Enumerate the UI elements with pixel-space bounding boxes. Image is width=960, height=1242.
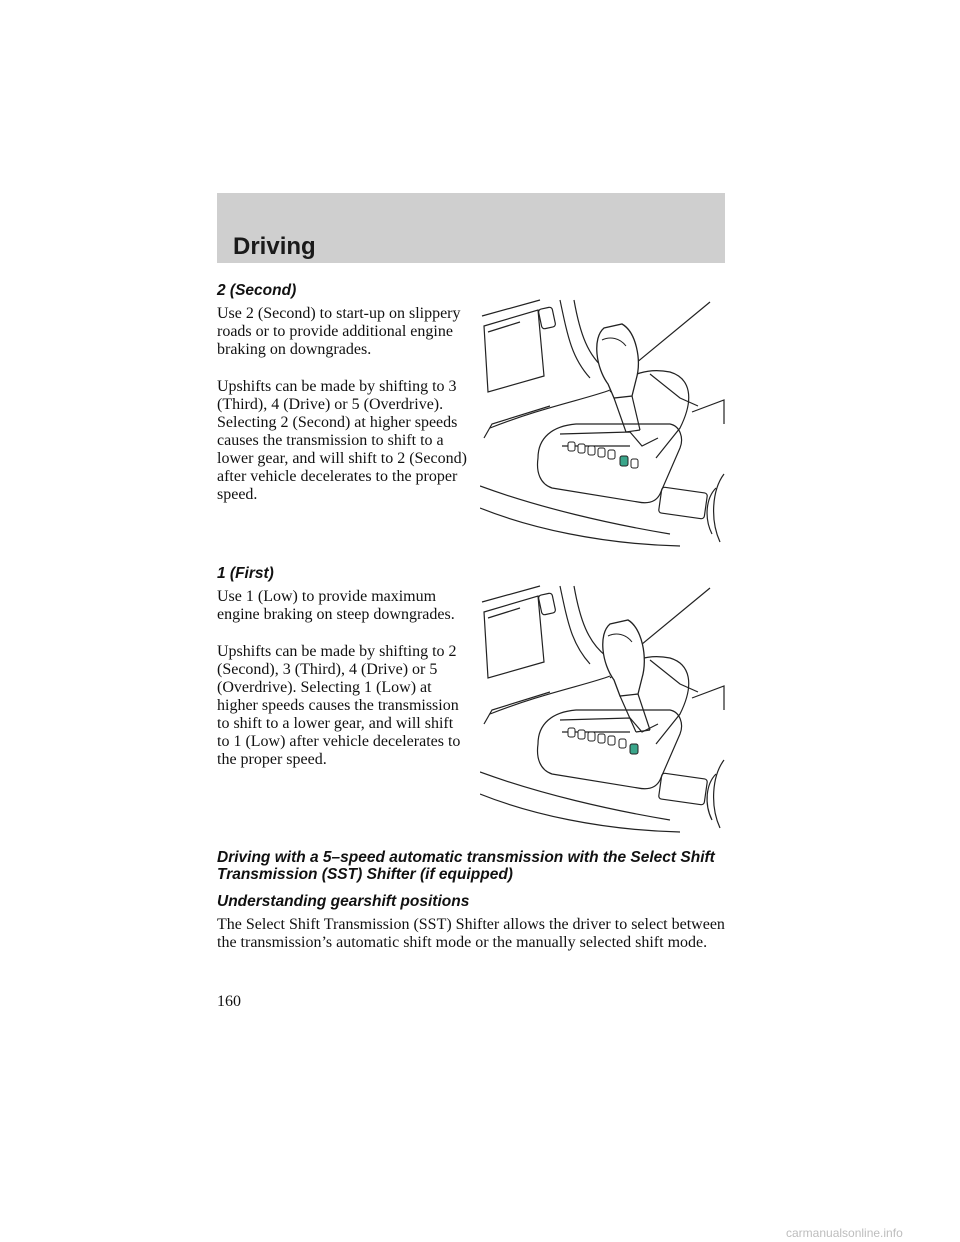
section-header-band: Driving (217, 193, 725, 263)
paragraph-second-1: Use 2 (Second) to start-up on slippery r… (217, 305, 461, 358)
heading-second: 2 (Second) (217, 282, 297, 299)
paragraph-first-1: Use 1 (Low) to provide maximum engine br… (217, 588, 455, 623)
gearshift-illustration-second (480, 299, 725, 547)
paragraph-second-2: Upshifts can be made by shifting to 3 (T… (217, 378, 467, 503)
subheading-gearshift-positions: Understanding gearshift positions (217, 893, 470, 910)
heading-sst: Driving with a 5–speed automatic transmi… (217, 849, 715, 883)
footer-watermark: carmanualsonline.info (786, 1226, 903, 1240)
paragraph-first-2: Upshifts can be made by shifting to 2 (S… (217, 643, 461, 768)
page-number: 160 (217, 993, 241, 1010)
paragraph-sst-1: The Select Shift Transmission (SST) Shif… (217, 916, 725, 951)
gearshift-illustration-first (480, 585, 725, 833)
section-title: Driving (233, 233, 316, 260)
heading-first: 1 (First) (217, 565, 274, 582)
